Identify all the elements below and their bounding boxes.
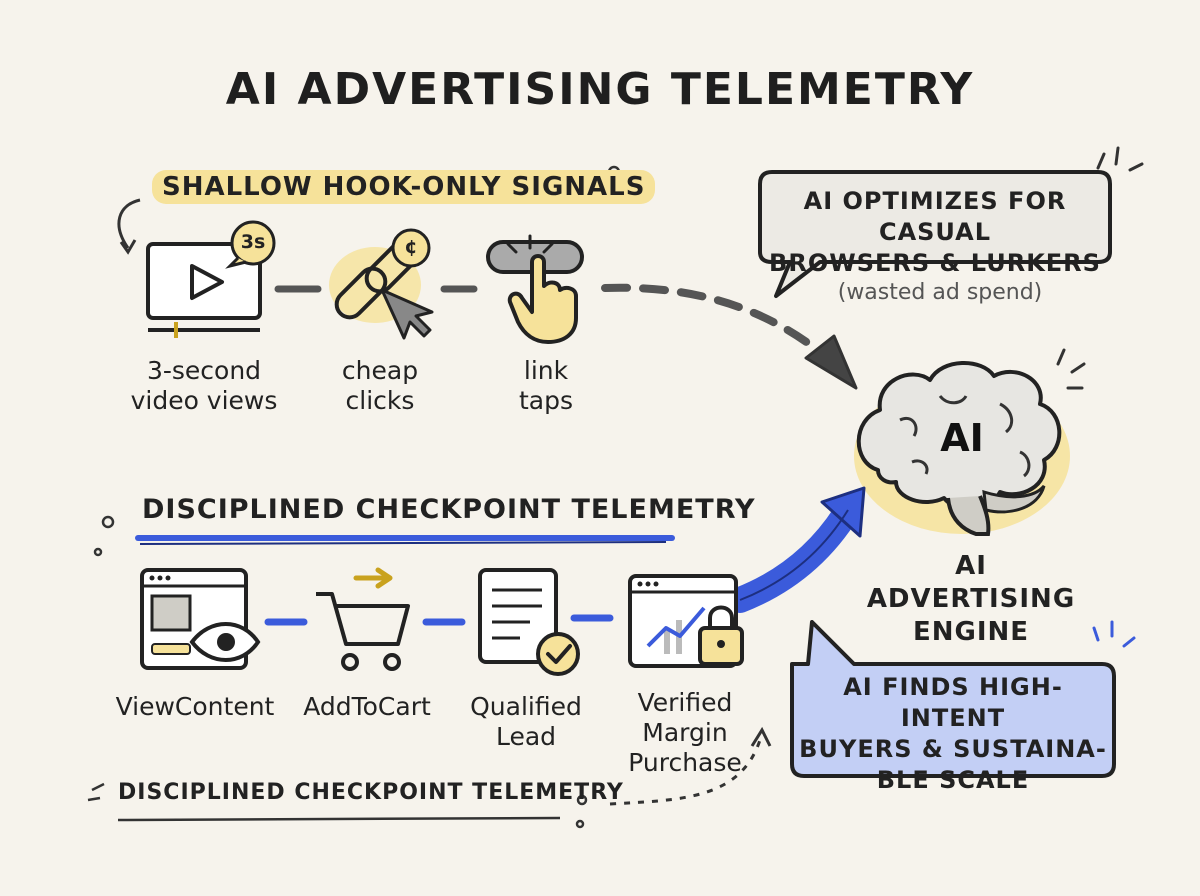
engine-label: AI ADVERTISING ENGINE	[846, 550, 1096, 649]
video-play-icon	[146, 220, 276, 338]
finger-tap-icon	[486, 234, 584, 344]
disciplined-arrow	[727, 497, 861, 613]
click-badge-text: ¢	[404, 236, 418, 258]
step-cheap-clicks: cheap clicks	[310, 356, 450, 416]
step-video-views: 3-second video views	[124, 356, 284, 416]
step-add-to-cart-line1: AddToCart	[303, 692, 431, 721]
document-check-icon	[478, 568, 580, 676]
curl-arrow-icon	[117, 198, 141, 249]
high-intent-bubble-line2: BUYERS & SUSTAINA-	[799, 735, 1107, 763]
step-cheap-clicks-line1: cheap	[341, 356, 419, 385]
shallow-heading: SHALLOW HOOK-ONLY SIGNALS	[152, 170, 656, 204]
engine-label-line2: ENGINE	[912, 617, 1030, 647]
video-badge-text: 3s	[240, 231, 266, 253]
step-verified-purchase: Verified Margin Purchase	[610, 688, 760, 778]
brain-ai-text: AI	[940, 416, 984, 460]
disciplined-heading: DISCIPLINED CHECKPOINT TELEMETRY	[142, 494, 756, 525]
chart-lock-icon	[628, 574, 744, 668]
casual-bubble-text: AI OPTIMIZES FOR CASUAL BROWSERS & LURKE…	[764, 186, 1106, 279]
step-verified-purchase-line2: Margin	[642, 718, 728, 747]
step-verified-purchase-line3: Purchase	[628, 748, 742, 777]
shallow-heading-text: SHALLOW HOOK-ONLY SIGNALS	[152, 170, 656, 204]
footer-arrow	[609, 739, 762, 806]
browser-eye-icon	[140, 568, 261, 670]
high-intent-bubble-line3: BLE SCALE	[876, 766, 1030, 794]
step-link-taps-line1: link	[523, 356, 569, 385]
high-intent-bubble-text: AI FINDS HIGH-INTENT BUYERS & SUSTAINA- …	[796, 672, 1110, 796]
step-view-content: ViewContent	[110, 692, 280, 722]
step-link-taps-line2: taps	[518, 386, 574, 415]
wasted-spend-note: (wasted ad spend)	[837, 280, 1043, 305]
step-video-views-line1: 3-second	[146, 356, 262, 385]
step-link-taps: link taps	[476, 356, 616, 416]
shallow-arrow	[601, 283, 834, 364]
high-intent-bubble-line1: AI FINDS HIGH-INTENT	[843, 673, 1063, 732]
step-cheap-clicks-line2: clicks	[345, 386, 415, 415]
sparkle-marks	[1056, 146, 1144, 390]
step-add-to-cart: AddToCart	[290, 692, 444, 722]
chain-link-cursor-icon	[329, 228, 434, 340]
brain-icon	[854, 361, 1070, 536]
step-video-views-line2: video views	[130, 386, 278, 415]
casual-bubble-line2: BROWSERS & LURKERS	[769, 249, 1101, 277]
page-title: AI ADVERTISING TELEMETRY	[225, 64, 975, 115]
casual-bubble-line1: AI OPTIMIZES FOR CASUAL	[803, 187, 1067, 246]
step-qualified-lead-line2: Lead	[495, 722, 557, 751]
step-view-content-line1: ViewContent	[115, 692, 275, 721]
casual-browsers-bubble	[758, 170, 1112, 298]
disciplined-connectors	[264, 614, 614, 626]
footer-heading: DISCIPLINED CHECKPOINT TELEMETRY	[118, 780, 624, 805]
step-qualified-lead-line1: Qualified	[470, 692, 582, 721]
step-qualified-lead: Qualified Lead	[456, 692, 596, 752]
step-verified-purchase-line1: Verified	[637, 688, 733, 717]
shopping-cart-icon	[316, 567, 410, 671]
high-intent-bubble	[790, 620, 1116, 778]
engine-label-line1: AI ADVERTISING	[866, 551, 1076, 614]
